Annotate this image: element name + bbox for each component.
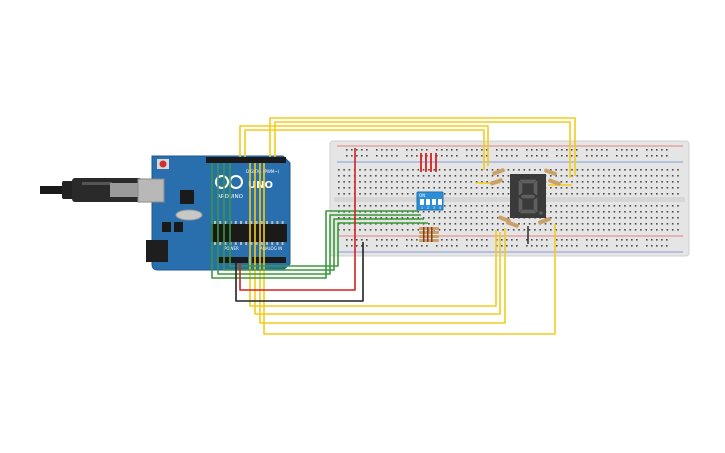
wire-yellow-top-4[interactable]: [244, 129, 485, 170]
segment-c: [533, 197, 538, 213]
displayed-digit: 8: [528, 201, 529, 203]
wire-black-gnd[interactable]: [235, 242, 364, 302]
display-segments: [518, 179, 543, 215]
usb-cable-boot: [62, 181, 74, 199]
analog-header[interactable]: [252, 257, 286, 263]
dip-toggle-1[interactable]: [420, 199, 424, 205]
wire-yellow-bottom-2[interactable]: [254, 163, 501, 315]
microcontroller-chip: [211, 224, 287, 242]
dip-pullup-jumpers: [420, 153, 437, 172]
arduino-uno[interactable]: ARDUINO UNO DIGITAL (PWM~) POWER ANALOG …: [40, 155, 291, 271]
usb-plug-tip: [110, 183, 142, 197]
wire-yellow-top-3[interactable]: [274, 121, 571, 178]
dip-switch[interactable]: ON 1 2 3 4: [416, 191, 444, 211]
segment-e: [518, 197, 523, 213]
usb-port: [137, 178, 165, 203]
arduino-logo-left: [215, 175, 229, 189]
seven-segment-display[interactable]: 8: [510, 174, 546, 218]
dip-position-2: 2: [427, 206, 429, 210]
segment-b: [533, 180, 538, 196]
display-resistors: [490, 168, 561, 228]
wire-yellow-bottom-1[interactable]: [249, 163, 497, 307]
reset-button-cap: [159, 160, 167, 168]
dip-position-4: 4: [439, 206, 441, 210]
wire-yellow-bottom-4[interactable]: [263, 163, 556, 335]
capacitor-left: [162, 222, 171, 232]
usb-plug-highlight: [82, 182, 112, 185]
power-header[interactable]: [218, 257, 248, 263]
wire-green-3[interactable]: [223, 163, 424, 271]
dip-switch-on-label: ON: [419, 193, 425, 198]
usb-cable: [40, 186, 70, 194]
digital-header[interactable]: [206, 157, 286, 163]
dip-toggle-3[interactable]: [432, 199, 436, 205]
power-jack: [146, 240, 168, 262]
wires: [211, 117, 576, 335]
segment-f: [518, 180, 523, 196]
wire-yellow-top-2[interactable]: [269, 117, 576, 176]
dip-toggle-2[interactable]: [426, 199, 430, 205]
power-header-label: POWER: [224, 246, 239, 251]
digital-header-label: DIGITAL (PWM~): [246, 169, 280, 174]
wire-green-2[interactable]: [217, 163, 421, 275]
crystal: [175, 209, 203, 221]
segment-dp: [539, 211, 543, 215]
dip-position-1: 1: [421, 206, 423, 210]
dip-toggle-4[interactable]: [438, 199, 442, 205]
chip-legs: [214, 221, 284, 245]
center-channel: [334, 197, 685, 202]
wire-red-5v[interactable]: [239, 148, 356, 291]
wire-yellow-bottom-3[interactable]: [259, 163, 506, 324]
wire-green-4[interactable]: [229, 163, 428, 267]
breadboard[interactable]: [329, 140, 690, 257]
segment-g: [520, 194, 536, 199]
analog-header-label: ANALOG IN: [260, 246, 282, 251]
wire-yellow-top-1[interactable]: [239, 125, 489, 166]
usb-chip: [180, 190, 194, 204]
capacitor-right: [174, 222, 183, 232]
dip-position-3: 3: [433, 206, 435, 210]
segment-a: [519, 179, 537, 184]
wire-green-1[interactable]: [211, 163, 418, 279]
segment-d: [519, 209, 537, 214]
pulldown-resistors: [419, 227, 439, 242]
